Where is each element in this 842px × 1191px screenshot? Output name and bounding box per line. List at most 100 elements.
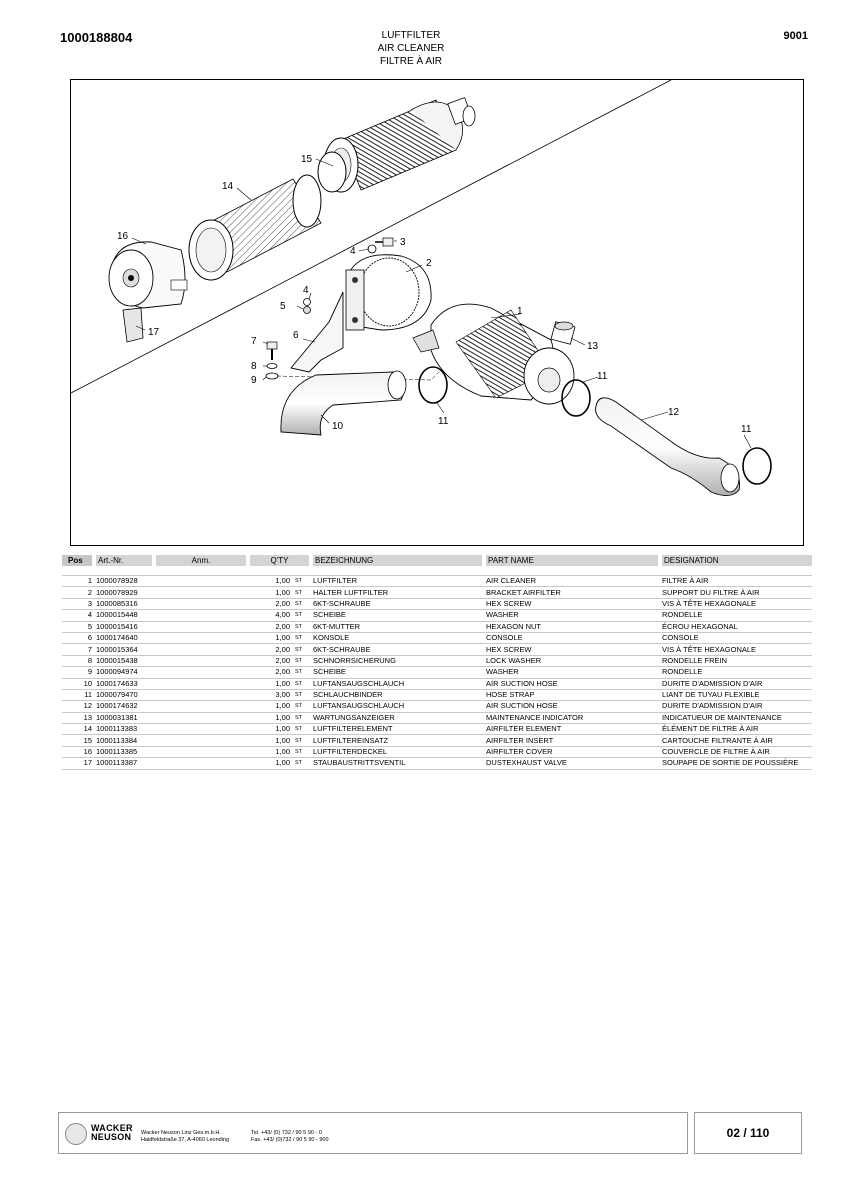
row-pos: 5 <box>62 621 94 633</box>
callout-4a: 4 <box>350 246 356 257</box>
part-4-washer-side <box>303 298 311 306</box>
row-note <box>154 575 248 588</box>
callout-10: 10 <box>332 421 344 432</box>
title-french: FILTRE À AIR <box>379 56 443 67</box>
row-unit: ST <box>292 575 311 588</box>
row-note <box>154 689 248 702</box>
callout-8: 8 <box>251 361 257 372</box>
row-note <box>154 700 248 713</box>
row-part-name: AIR SUCTION HOSE <box>484 700 660 713</box>
col-header-qty: Q'TY <box>248 555 313 566</box>
row-designation: ÉCROU HEXAGONAL <box>660 621 812 633</box>
row-note <box>154 598 248 611</box>
company-phone: Tel. +43/ (0) 732 / 90 5 90 - 0 <box>251 1130 322 1136</box>
exploded-view-drawing: 1 2 3 4 4 5 6 7 8 9 10 11 11 11 12 13 14… <box>71 80 772 496</box>
row-part-name: AIRFILTER INSERT <box>484 734 660 747</box>
row-designation: DURITE D'ADMISSION D'AIR <box>660 678 812 690</box>
document-number: 1000188804 <box>60 30 133 45</box>
row-pos: 1 <box>62 575 94 588</box>
row-article-number: 1000015364 <box>94 643 154 656</box>
callout-13: 13 <box>587 341 599 352</box>
row-pos: 8 <box>62 655 94 668</box>
part-4-washer-top <box>367 244 377 254</box>
row-unit: ST <box>292 598 311 611</box>
part-12-air-suction-hose <box>595 397 741 496</box>
row-pos: 14 <box>62 723 94 736</box>
row-part-name: HEX SCREW <box>484 643 660 656</box>
row-article-number: 1000015416 <box>94 621 154 633</box>
row-note <box>154 746 248 759</box>
company-fax: Fax. +43/ (0)732 / 90 5 90 - 900 <box>251 1137 329 1143</box>
callout-9: 9 <box>251 375 257 386</box>
row-quantity: 1,00 <box>248 734 292 747</box>
row-pos: 12 <box>62 700 94 713</box>
row-part-name: WASHER <box>484 666 660 679</box>
row-part-name: HEX SCREW <box>484 598 660 611</box>
callout-12: 12 <box>668 407 680 418</box>
row-article-number: 1000079470 <box>94 689 154 702</box>
part-2-bracket <box>345 254 432 331</box>
row-quantity: 1,00 <box>248 575 292 588</box>
row-bezeichnung: LUFTFILTERELEMENT <box>311 723 484 736</box>
row-designation: LIANT DE TUYAU FLEXIBLE <box>660 689 812 702</box>
row-article-number: 1000113385 <box>94 746 154 759</box>
row-pos: 13 <box>62 712 94 725</box>
row-article-number: 1000015448 <box>94 609 154 622</box>
part-9-washer <box>265 372 279 380</box>
brand-line-1: WACKER <box>91 1123 133 1133</box>
row-note <box>154 632 248 645</box>
footer-company-box: WACKER NEUSON Wacker Neuson Linz Ges.m.b… <box>58 1112 688 1154</box>
callout-11a: 11 <box>438 416 449 427</box>
row-part-name: DUSTEXHAUST VALVE <box>484 757 660 770</box>
part-14-filter-element <box>188 174 322 281</box>
row-pos: 15 <box>62 734 94 747</box>
row-designation: SUPPORT DU FILTRE À AIR <box>660 586 812 599</box>
callout-14: 14 <box>222 181 234 192</box>
part-11-hose-clamp-1 <box>418 366 448 404</box>
row-pos: 6 <box>62 632 94 645</box>
row-designation: ÉLÉMENT DE FILTRE À AIR <box>660 723 812 736</box>
row-bezeichnung: STAUBAUSTRITTSVENTIL <box>311 757 484 770</box>
row-article-number: 1000031381 <box>94 712 154 725</box>
row-bezeichnung: SCHNORRSICHERUNG <box>311 655 484 668</box>
row-bezeichnung: HALTER LUFTFILTER <box>311 586 484 599</box>
row-bezeichnung: 6KT-MUTTER <box>311 621 484 633</box>
part-11-hose-clamp-3 <box>742 447 772 485</box>
row-bezeichnung: SCHEIBE <box>311 666 484 679</box>
row-bezeichnung: 6KT-SCHRAUBE <box>311 643 484 656</box>
row-pos: 7 <box>62 643 94 656</box>
wacker-neuson-logo-icon <box>65 1123 87 1145</box>
row-pos: 17 <box>62 757 94 770</box>
row-pos: 11 <box>62 689 94 702</box>
part-16-filter-cover <box>108 241 188 309</box>
row-article-number: 1000078928 <box>94 575 154 588</box>
row-pos: 16 <box>62 746 94 759</box>
callout-3: 3 <box>400 237 406 248</box>
row-pos: 10 <box>62 678 94 690</box>
part-8-lock-washer <box>266 363 278 369</box>
row-part-name: WASHER <box>484 609 660 622</box>
row-part-name: HOSE STRAP <box>484 689 660 702</box>
row-pos: 9 <box>62 666 94 679</box>
callout-6: 6 <box>293 330 299 341</box>
row-unit: ST <box>292 632 311 645</box>
row-designation: COUVERCLE DE FILTRE À AIR <box>660 746 812 759</box>
row-part-name: AIR SUCTION HOSE <box>484 678 660 690</box>
row-unit: ST <box>292 689 311 702</box>
row-quantity: 2,00 <box>248 643 292 656</box>
row-note <box>154 586 248 599</box>
row-bezeichnung: LUFTANSAUGSCHLAUCH <box>311 678 484 690</box>
row-unit: ST <box>292 723 311 736</box>
row-bezeichnung: LUFTFILTER <box>311 575 484 588</box>
callout-16: 16 <box>117 231 129 242</box>
row-note <box>154 678 248 690</box>
row-article-number: 1000113387 <box>94 757 154 770</box>
row-quantity: 2,00 <box>248 598 292 611</box>
